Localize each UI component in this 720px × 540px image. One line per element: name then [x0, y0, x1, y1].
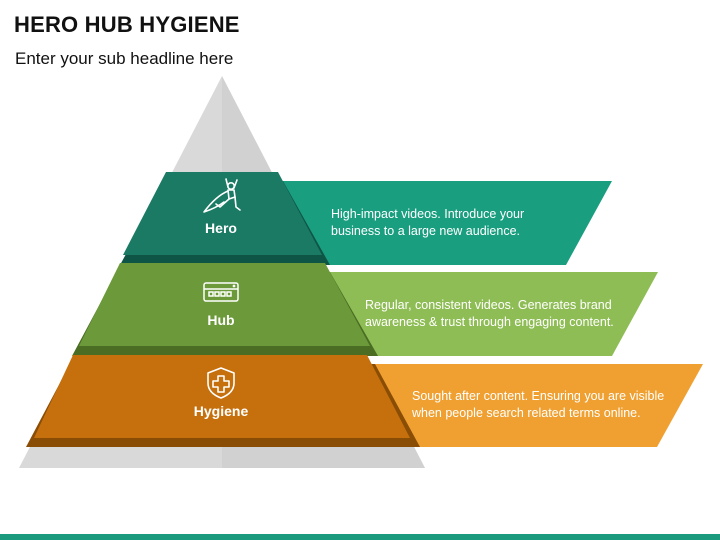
hero-label: Hero [205, 220, 237, 236]
description-line: when people search related terms online. [411, 406, 641, 420]
hygiene-description: Sought after content. Ensuring you are v… [411, 389, 664, 420]
bottom-accent-bar [0, 534, 720, 540]
hygiene-label: Hygiene [194, 403, 249, 419]
hub-tier: Hub Regular, consistent videos. Generate… [72, 263, 658, 356]
description-line: business to a large new audience. [331, 224, 520, 238]
description-line: Regular, consistent videos. Generates br… [365, 298, 612, 312]
hygiene-banner [375, 364, 703, 447]
hub-segment [79, 263, 370, 346]
hero-segment [123, 172, 322, 255]
page-title: HERO HUB HYGIENE [14, 12, 240, 37]
page-subtitle: Enter your sub headline here [15, 49, 234, 68]
superhero-icon [203, 178, 241, 213]
hygiene-segment [34, 355, 410, 438]
description-line: awareness & trust through engaging conte… [365, 315, 614, 329]
description-line: Sought after content. Ensuring you are v… [412, 389, 664, 403]
hub-banner [330, 272, 658, 356]
hero-banner [283, 181, 612, 265]
shield-cross-icon [207, 367, 235, 399]
hygiene-tier: Hygiene Sought after content. Ensuring y… [26, 355, 703, 447]
description-line: High-impact videos. Introduce your [331, 207, 524, 221]
hero-description: High-impact videos. Introduce your busine… [331, 207, 524, 238]
hub-label: Hub [207, 312, 234, 328]
hub-description: Regular, consistent videos. Generates br… [365, 298, 614, 329]
router-hub-icon [203, 282, 239, 302]
hero-tier: Hero High-impact videos. Introduce your b… [120, 172, 612, 265]
